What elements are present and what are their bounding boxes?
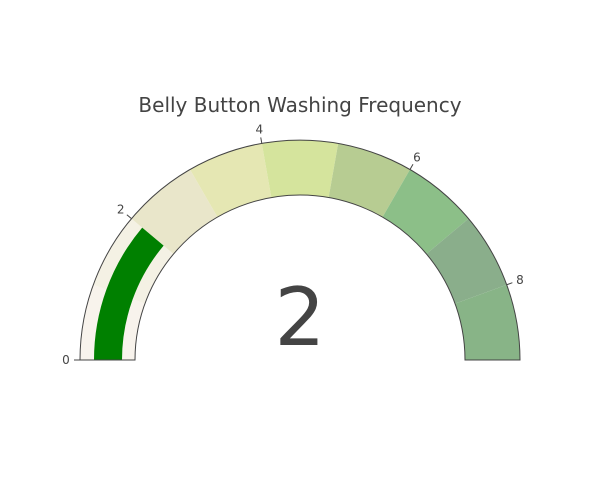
gauge-tick-mark-6 [409, 164, 414, 170]
gauge-border [79, 139, 521, 361]
gauge-value-bar [94, 227, 164, 360]
gauge-tick-label-4: 4 [256, 123, 264, 137]
gauge-tick-mark-8 [506, 282, 513, 286]
gauge-tick-label-8: 8 [516, 273, 524, 287]
gauge-step-2 [131, 169, 218, 254]
gauge-step-8 [455, 284, 520, 360]
gauge-step-4 [261, 140, 339, 198]
gauge-step-3 [190, 143, 272, 218]
chart-title: Belly Button Washing Frequency [138, 93, 461, 117]
gauge-tick-mark-2 [126, 214, 132, 219]
gauge-step-5 [328, 143, 410, 218]
gauge-ticks: 0 2 4 6 8 [62, 123, 524, 367]
gauge-value-label: 2 [275, 271, 326, 364]
gauge-tick-mark-4 [260, 137, 263, 144]
gauge-value-bar-group [94, 227, 164, 360]
gauge-border-group [79, 139, 521, 361]
gauge-tick-label-2: 2 [117, 203, 125, 217]
gauge-tick-label-0: 0 [62, 353, 70, 367]
gauge-step-6 [382, 169, 469, 254]
gauge-step-7 [426, 218, 507, 304]
gauge-tick-label-6: 6 [413, 150, 421, 164]
